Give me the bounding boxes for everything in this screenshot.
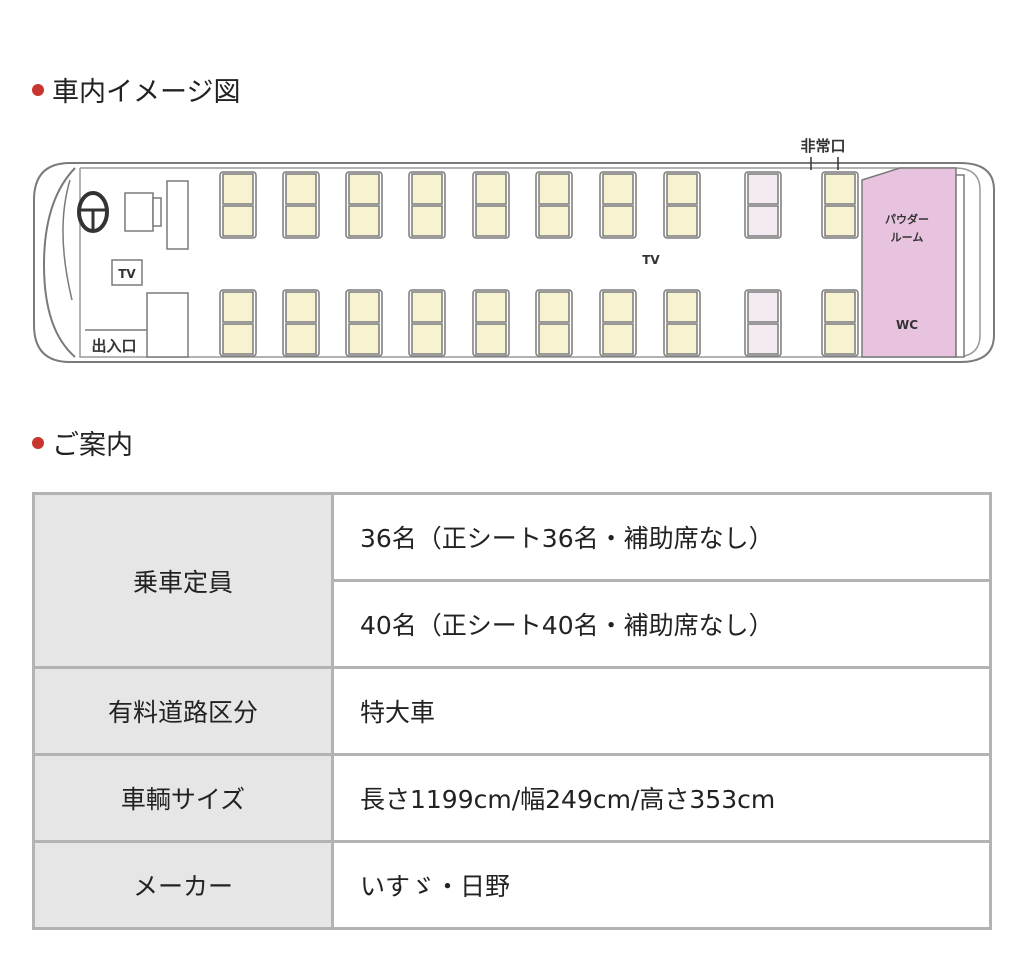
entrance-label: 出入口 [91,337,136,355]
passenger-seat [472,289,510,357]
front-tv-label: TV [118,267,136,281]
table-row: 有料道路区分 特大車 [32,666,992,756]
passenger-seat [821,171,859,239]
passenger-seat [408,289,446,357]
passenger-seat [821,289,859,357]
center-tv-label: TV [642,253,660,267]
passenger-seat [282,289,320,357]
passenger-seat [219,171,257,239]
passenger-seat [599,289,637,357]
passenger-seat [535,171,573,239]
passenger-seat [219,289,257,357]
info-section-title: ご案内 [32,423,133,462]
row-value-capacity-1: 36名（正シート36名・補助席なし） [331,492,992,582]
front-cabinet [166,180,189,250]
layout-title-text: 車内イメージ図 [52,77,241,108]
emergency-exit-label: 非常口 [800,137,845,155]
rear-wall-block [955,174,965,358]
powder-room-label-line1: パウダー [885,212,929,226]
passenger-seat [472,171,510,239]
passenger-seat [345,289,383,357]
info-table: 乗車定員 36名（正シート36名・補助席なし） 40名（正シート40名・補助席な… [32,492,992,930]
row-label-toll-class: 有料道路区分 [32,666,334,756]
row-label-vehicle-size: 車輌サイズ [32,753,334,843]
steering-wheel-icon [77,191,109,233]
wc-label: WC [896,318,918,332]
driver-seat [124,192,154,232]
row-value-vehicle-size: 長さ1199cm/幅249cm/高さ353cm [331,753,992,843]
entrance-step [146,292,189,358]
layout-section-title: 車内イメージ図 [32,70,240,109]
bullet-dot [32,83,44,96]
passenger-seat [535,289,573,357]
dashboard-curve [62,179,73,301]
passenger-seat [282,171,320,239]
passenger-seat [408,171,446,239]
folding-seat [744,171,782,239]
folding-seat [744,289,782,357]
row-value-toll-class: 特大車 [331,666,992,756]
row-label-capacity: 乗車定員 [32,492,334,669]
bullet-dot [32,436,44,449]
windshield [42,167,76,358]
bus-layout-diagram: TV 出入口 TV 非常口 パウダー ルーム WC [33,137,995,363]
passenger-seat [599,171,637,239]
front-tv-box [111,259,143,286]
table-row: 車輌サイズ 長さ1199cm/幅249cm/高さ353cm [32,753,992,843]
row-label-maker: メーカー [32,840,334,930]
table-row: 40名（正シート40名・補助席なし） [34,579,992,669]
passenger-seat [663,171,701,239]
driver-seat-back [152,197,162,227]
powder-room-label-line2: ルーム [891,231,924,244]
table-row: 乗車定員 36名（正シート36名・補助席なし） [32,492,992,669]
info-title-text: ご案内 [52,430,133,461]
row-value-capacity-2: 40名（正シート40名・補助席なし） [331,579,992,669]
seat-group [219,171,859,357]
table-row: メーカー いすゞ・日野 [32,840,992,930]
row-value-maker: いすゞ・日野 [331,840,992,930]
passenger-seat [345,171,383,239]
passenger-seat [663,289,701,357]
